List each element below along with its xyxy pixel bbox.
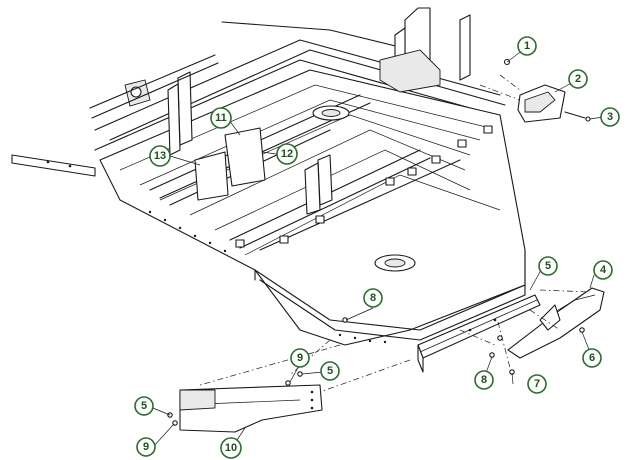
callout-7-label: 7 xyxy=(534,378,540,390)
callout-11-label: 11 xyxy=(215,112,227,124)
callout-4: 4 xyxy=(593,260,613,280)
callout-5c-label: 5 xyxy=(141,400,147,412)
callout-5a-label: 5 xyxy=(545,260,551,272)
callout-8-right: 8 xyxy=(474,370,494,390)
assembly-lines xyxy=(199,74,591,393)
callout-10: 10 xyxy=(220,437,242,459)
callout-9b-label: 9 xyxy=(143,441,149,453)
callout-5-left: 5 xyxy=(134,396,154,416)
callout-5-front: 5 xyxy=(538,256,558,276)
callout-9a-label: 9 xyxy=(297,352,303,364)
mower-deck-frame xyxy=(11,7,526,346)
leader-lines xyxy=(152,46,604,448)
left-skid-plate xyxy=(179,384,323,433)
callout-12: 12 xyxy=(276,143,298,165)
callout-5b-label: 5 xyxy=(327,365,333,377)
callout-8b-label: 8 xyxy=(481,374,487,386)
callout-2: 2 xyxy=(568,69,588,89)
callout-8-center: 8 xyxy=(363,288,383,308)
callout-6-label: 6 xyxy=(589,352,595,364)
callout-3: 3 xyxy=(600,107,620,127)
callout-13: 13 xyxy=(149,145,171,167)
corner-guard xyxy=(517,84,591,123)
callout-10-label: 10 xyxy=(225,442,237,454)
callout-11: 11 xyxy=(210,107,232,129)
callout-12-label: 12 xyxy=(281,148,293,160)
front-skid-rail xyxy=(417,294,541,373)
callout-9-left: 9 xyxy=(136,437,156,457)
callout-2-label: 2 xyxy=(575,73,581,85)
right-skid-shoe xyxy=(507,287,605,359)
callout-1-label: 1 xyxy=(524,40,530,52)
callout-3-label: 3 xyxy=(607,111,613,123)
callout-5-center: 5 xyxy=(320,361,340,381)
callout-1: 1 xyxy=(517,36,537,56)
callout-6: 6 xyxy=(582,348,602,368)
callout-9-center: 9 xyxy=(290,348,310,368)
callout-4-label: 4 xyxy=(600,264,607,276)
callout-7: 7 xyxy=(527,374,547,394)
callout-8a-label: 8 xyxy=(370,292,376,304)
callout-13-label: 13 xyxy=(154,150,166,162)
